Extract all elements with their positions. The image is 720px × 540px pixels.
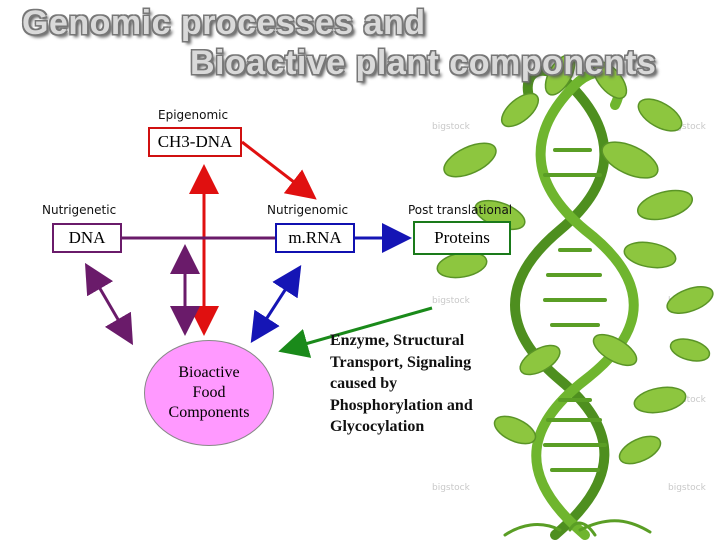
- effect-line-5: Glycocylation: [330, 418, 425, 435]
- label-epigenomic: Epigenomic: [158, 108, 229, 122]
- title-line-1: Genomic processes and: [22, 4, 426, 42]
- ch3-dna-box: CH3-DNA: [148, 127, 242, 157]
- ch3-to-mrna-arrow: [241, 140, 317, 200]
- label-nutrigenomic: Nutrigenomic: [267, 203, 349, 217]
- bioactive-line-1: Bioactive: [178, 364, 240, 381]
- effect-line-3: caused by: [330, 375, 398, 392]
- label-post-translational: Post translational: [408, 203, 513, 217]
- proteins-to-ellipse-arrow: [278, 306, 433, 358]
- helix-stems: [503, 65, 652, 540]
- dna-box: DNA: [52, 223, 122, 253]
- label-nutrigenetic: Nutrigenetic: [42, 203, 117, 217]
- svg-text:bigstock: bigstock: [432, 296, 471, 306]
- bioactive-food-components: Bioactive Food Components: [144, 340, 274, 446]
- dna-to-bioactive-arrow: [84, 262, 134, 346]
- svg-text:bigstock: bigstock: [668, 395, 707, 405]
- svg-text:bigstock: bigstock: [432, 122, 471, 132]
- svg-text:bigstock: bigstock: [668, 122, 707, 132]
- bioactive-line-2: Food: [192, 384, 226, 401]
- title-line-2: Bioactive plant components: [190, 44, 657, 82]
- protein-effects-text: Enzyme, Structural Transport, Signaling …: [330, 330, 530, 438]
- mrna-to-bioactive-arrow: [250, 264, 302, 344]
- effect-line-1: Enzyme, Structural: [330, 332, 465, 349]
- connector-arrows: [84, 140, 433, 358]
- svg-text:bigstock: bigstock: [668, 483, 707, 493]
- effect-line-4: Phosphorylation and: [330, 396, 473, 414]
- bioactive-line-3: Components: [168, 404, 250, 421]
- proteins-box: Proteins: [413, 221, 511, 255]
- mrna-box: m.RNA: [275, 223, 355, 253]
- effect-line-2: Transport, Signaling: [330, 353, 472, 371]
- svg-text:bigstock: bigstock: [432, 483, 471, 493]
- leaves: [436, 54, 714, 465]
